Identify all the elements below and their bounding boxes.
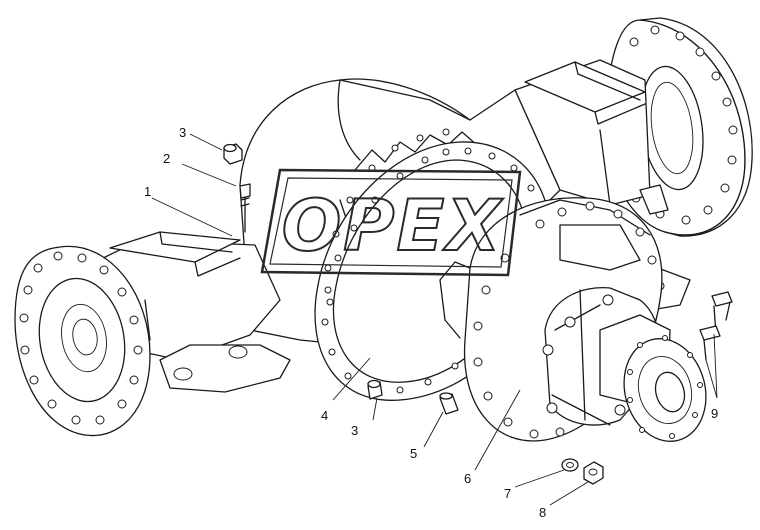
watermark: OPEX [260, 168, 522, 277]
housing-face-holes [324, 128, 450, 306]
breather-fitting [239, 183, 251, 233]
callout-7: 7 [504, 486, 511, 501]
pinion-housing [542, 286, 707, 442]
callout-4: 4 [321, 408, 328, 423]
nut [583, 461, 604, 485]
left-axle-flange [14, 245, 151, 437]
watermark-text: OPEX [282, 185, 504, 267]
plug-top [223, 143, 243, 165]
washer [561, 458, 579, 472]
leader-lines [151, 133, 718, 506]
callout-5: 5 [410, 446, 417, 461]
plug-bottom [367, 379, 383, 400]
dowel-pin [439, 392, 459, 415]
carrier-bolt-holes [473, 201, 657, 439]
callout-6: 6 [464, 471, 471, 486]
left-flange-bolt-holes [19, 251, 143, 425]
bolts-pair [699, 291, 733, 361]
callout-9: 9 [711, 406, 718, 421]
callout-3-bottom: 3 [351, 423, 358, 438]
callout-labels: 1 2 3 3 4 5 6 7 8 9 [144, 125, 718, 520]
callout-2: 2 [163, 151, 170, 166]
callout-1: 1 [144, 184, 151, 199]
callout-8: 8 [539, 505, 546, 520]
callout-3-top: 3 [179, 125, 186, 140]
